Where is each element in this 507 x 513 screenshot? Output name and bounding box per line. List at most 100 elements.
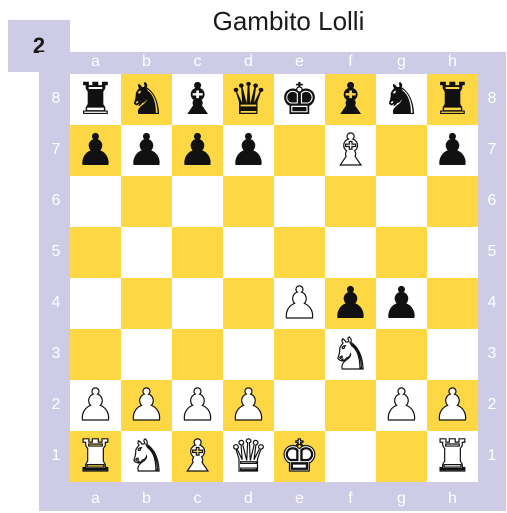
square-a5[interactable] — [70, 227, 121, 278]
white-pawn-h2[interactable]: ♟ — [433, 384, 472, 428]
square-h4[interactable] — [427, 278, 478, 329]
square-h6[interactable] — [427, 176, 478, 227]
black-pawn-g4[interactable]: ♟ — [382, 282, 421, 326]
black-pawn-a7[interactable]: ♟ — [76, 129, 115, 173]
square-d3[interactable] — [223, 329, 274, 380]
square-e7[interactable] — [274, 125, 325, 176]
file-label-c-top: c — [172, 53, 223, 71]
white-king-e1[interactable]: ♚ — [280, 435, 319, 479]
square-h1[interactable]: ♜ — [427, 431, 478, 482]
square-c1[interactable]: ♝ — [172, 431, 223, 482]
square-b8[interactable]: ♞ — [121, 74, 172, 125]
square-g8[interactable]: ♞ — [376, 74, 427, 125]
square-e2[interactable] — [274, 380, 325, 431]
white-pawn-b2[interactable]: ♟ — [127, 384, 166, 428]
square-f7[interactable]: ♝ — [325, 125, 376, 176]
white-pawn-g2[interactable]: ♟ — [382, 384, 421, 428]
square-e6[interactable] — [274, 176, 325, 227]
black-pawn-c7[interactable]: ♟ — [178, 129, 217, 173]
square-e4[interactable]: ♟ — [274, 278, 325, 329]
square-g6[interactable] — [376, 176, 427, 227]
black-rook-a8[interactable]: ♜ — [76, 78, 115, 122]
square-b5[interactable] — [121, 227, 172, 278]
square-g3[interactable] — [376, 329, 427, 380]
square-f5[interactable] — [325, 227, 376, 278]
square-d7[interactable]: ♟ — [223, 125, 274, 176]
square-g4[interactable]: ♟ — [376, 278, 427, 329]
square-d4[interactable] — [223, 278, 274, 329]
square-a1[interactable]: ♜ — [70, 431, 121, 482]
white-bishop-f7[interactable]: ♝ — [331, 129, 370, 173]
square-d8[interactable]: ♛ — [223, 74, 274, 125]
white-knight-f3[interactable]: ♞ — [331, 333, 370, 377]
square-f2[interactable] — [325, 380, 376, 431]
black-king-e8[interactable]: ♚ — [280, 78, 319, 122]
black-pawn-h7[interactable]: ♟ — [433, 129, 472, 173]
file-label-b-bottom: b — [121, 490, 172, 508]
square-d5[interactable] — [223, 227, 274, 278]
black-knight-g8[interactable]: ♞ — [382, 78, 421, 122]
black-queen-d8[interactable]: ♛ — [229, 78, 268, 122]
square-h2[interactable]: ♟ — [427, 380, 478, 431]
square-c6[interactable] — [172, 176, 223, 227]
square-b1[interactable]: ♞ — [121, 431, 172, 482]
square-h7[interactable]: ♟ — [427, 125, 478, 176]
square-h8[interactable]: ♜ — [427, 74, 478, 125]
square-a8[interactable]: ♜ — [70, 74, 121, 125]
black-bishop-c8[interactable]: ♝ — [178, 78, 217, 122]
white-rook-h1[interactable]: ♜ — [433, 435, 472, 479]
black-rook-h8[interactable]: ♜ — [433, 78, 472, 122]
rank-label-4-right: 4 — [478, 294, 506, 312]
black-bishop-f8[interactable]: ♝ — [331, 78, 370, 122]
rank-label-3-right: 3 — [478, 345, 506, 363]
white-pawn-e4[interactable]: ♟ — [280, 282, 319, 326]
black-knight-b8[interactable]: ♞ — [127, 78, 166, 122]
square-g2[interactable]: ♟ — [376, 380, 427, 431]
file-label-f-top: f — [325, 53, 376, 71]
square-b6[interactable] — [121, 176, 172, 227]
white-pawn-c2[interactable]: ♟ — [178, 384, 217, 428]
square-a3[interactable] — [70, 329, 121, 380]
square-c3[interactable] — [172, 329, 223, 380]
square-e5[interactable] — [274, 227, 325, 278]
square-b3[interactable] — [121, 329, 172, 380]
square-f8[interactable]: ♝ — [325, 74, 376, 125]
square-g5[interactable] — [376, 227, 427, 278]
square-f4[interactable]: ♟ — [325, 278, 376, 329]
black-pawn-b7[interactable]: ♟ — [127, 129, 166, 173]
square-b4[interactable] — [121, 278, 172, 329]
square-g7[interactable] — [376, 125, 427, 176]
white-pawn-d2[interactable]: ♟ — [229, 384, 268, 428]
square-d6[interactable] — [223, 176, 274, 227]
square-b2[interactable]: ♟ — [121, 380, 172, 431]
square-f6[interactable] — [325, 176, 376, 227]
square-b7[interactable]: ♟ — [121, 125, 172, 176]
square-a2[interactable]: ♟ — [70, 380, 121, 431]
square-c8[interactable]: ♝ — [172, 74, 223, 125]
file-label-h-top: h — [427, 53, 478, 71]
square-h5[interactable] — [427, 227, 478, 278]
square-a6[interactable] — [70, 176, 121, 227]
square-e3[interactable] — [274, 329, 325, 380]
square-e8[interactable]: ♚ — [274, 74, 325, 125]
square-d2[interactable]: ♟ — [223, 380, 274, 431]
square-g1[interactable] — [376, 431, 427, 482]
square-a7[interactable]: ♟ — [70, 125, 121, 176]
white-knight-b1[interactable]: ♞ — [127, 435, 166, 479]
white-rook-a1[interactable]: ♜ — [76, 435, 115, 479]
white-bishop-c1[interactable]: ♝ — [178, 435, 217, 479]
square-e1[interactable]: ♚ — [274, 431, 325, 482]
square-c5[interactable] — [172, 227, 223, 278]
square-h3[interactable] — [427, 329, 478, 380]
white-queen-d1[interactable]: ♛ — [229, 435, 268, 479]
black-pawn-f4[interactable]: ♟ — [331, 282, 370, 326]
square-c4[interactable] — [172, 278, 223, 329]
white-pawn-a2[interactable]: ♟ — [76, 384, 115, 428]
square-d1[interactable]: ♛ — [223, 431, 274, 482]
square-a4[interactable] — [70, 278, 121, 329]
square-f1[interactable] — [325, 431, 376, 482]
square-c7[interactable]: ♟ — [172, 125, 223, 176]
square-c2[interactable]: ♟ — [172, 380, 223, 431]
square-f3[interactable]: ♞ — [325, 329, 376, 380]
black-pawn-d7[interactable]: ♟ — [229, 129, 268, 173]
